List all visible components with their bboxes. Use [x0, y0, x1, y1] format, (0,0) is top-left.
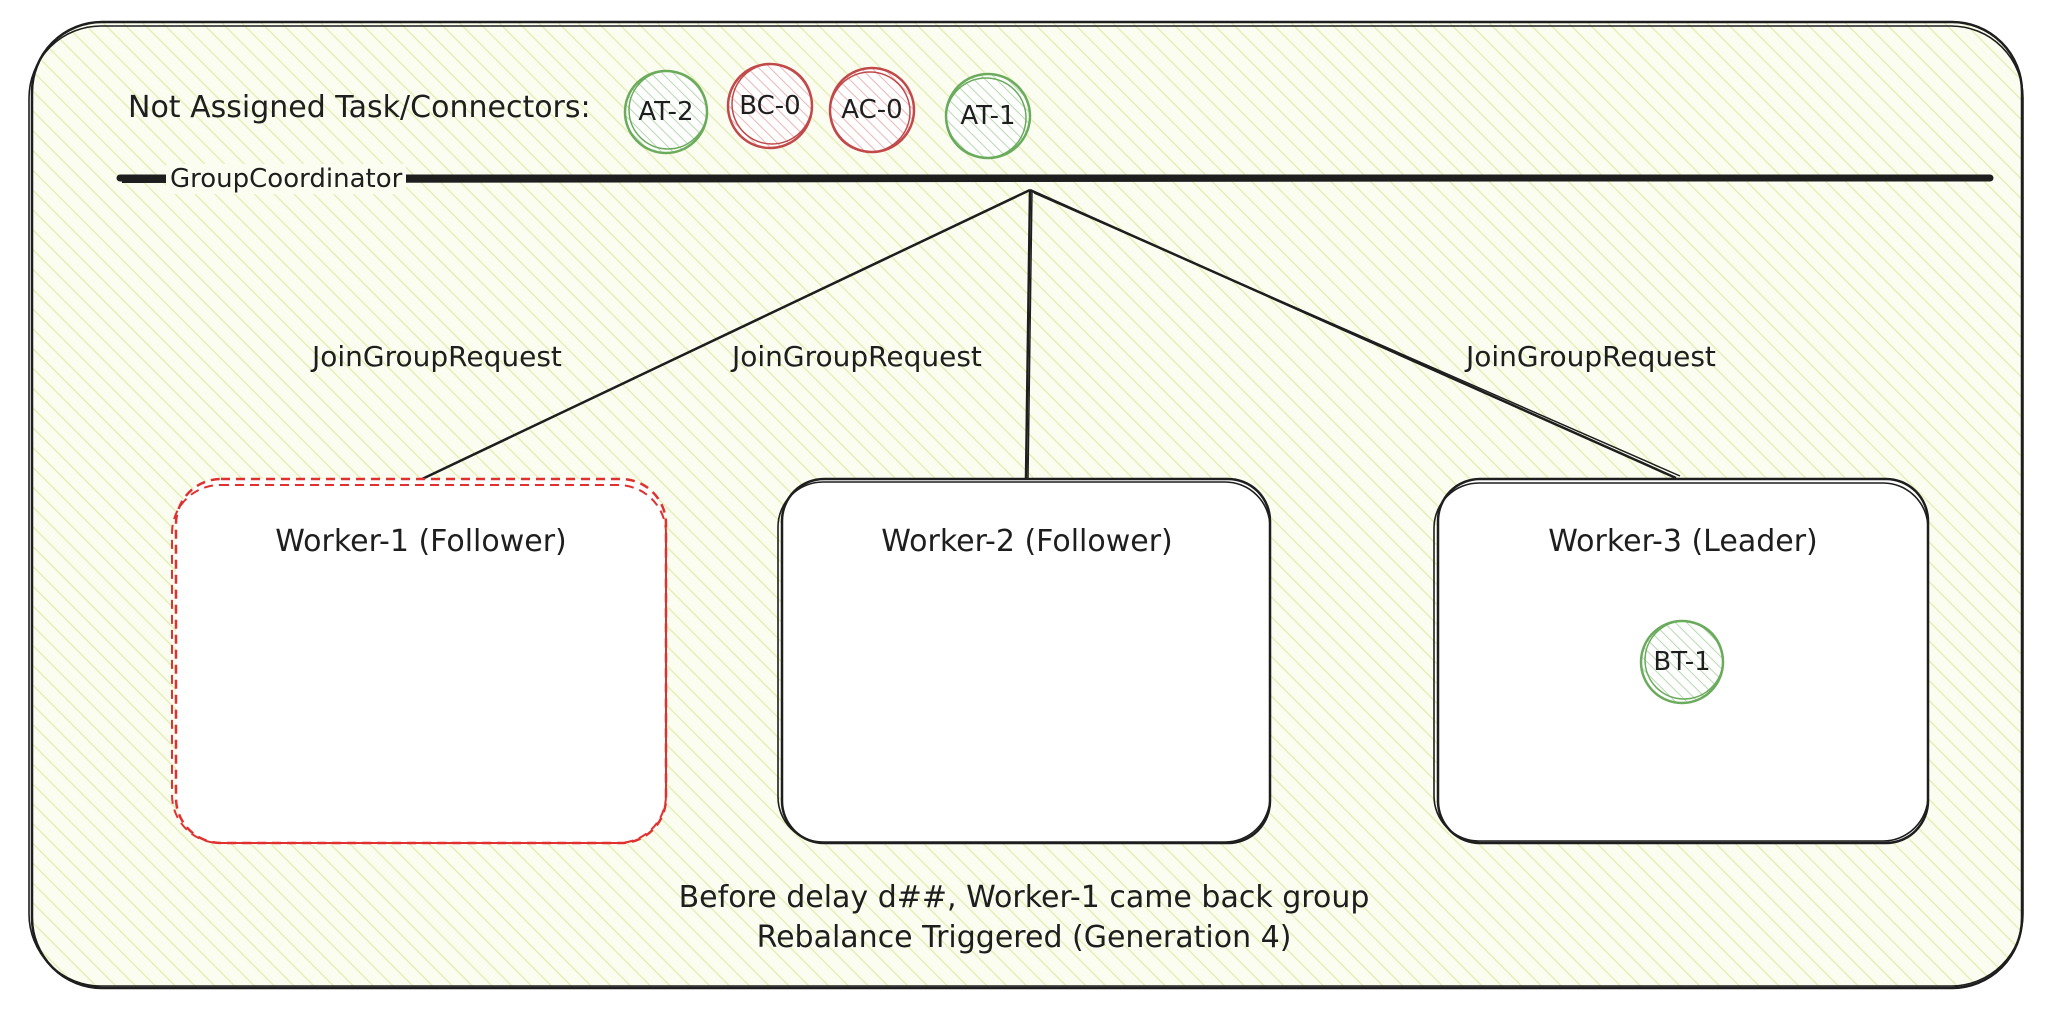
- worker-1-title: Worker-1 (Follower): [275, 524, 567, 559]
- unassigned-label: Not Assigned Task/Connectors:: [128, 90, 591, 125]
- chip-bc-0-circle: [726, 62, 814, 150]
- chip-ac-0: AC-0: [841, 95, 903, 125]
- chip-bc-0: BC-0: [739, 91, 801, 121]
- chip-bt-1-circle: [1639, 619, 1725, 705]
- worker-3-title: Worker-3 (Leader): [1548, 524, 1818, 559]
- request-label-2: JoinGroupRequest: [732, 340, 982, 373]
- coordinator-bar: [116, 174, 1994, 183]
- worker-2-title: Worker-2 (Follower): [881, 524, 1173, 559]
- chip-at-1: AT-1: [960, 101, 1016, 131]
- footer-line-2: Rebalance Triggered (Generation 4): [756, 920, 1292, 955]
- chip-at-2-circle: [623, 69, 709, 155]
- line-worker-2: [1024, 189, 1032, 479]
- line-worker-1: [419, 188, 1031, 482]
- join-request-lines: [419, 188, 1681, 482]
- chip-bt-1: BT-1: [1653, 647, 1711, 677]
- worker-2-box: [777, 477, 1272, 845]
- chip-ac-0-circle: [828, 66, 916, 154]
- request-label-3: JoinGroupRequest: [1466, 340, 1716, 373]
- worker-1-box: [171, 477, 668, 845]
- footer-line-1: Before delay d##, Worker-1 came back gro…: [678, 880, 1370, 915]
- request-label-1: JoinGroupRequest: [312, 340, 562, 373]
- chip-at-2: AT-2: [638, 97, 694, 127]
- chip-at-1-circle: [944, 72, 1032, 160]
- coordinator-label: GroupCoordinator: [166, 164, 407, 194]
